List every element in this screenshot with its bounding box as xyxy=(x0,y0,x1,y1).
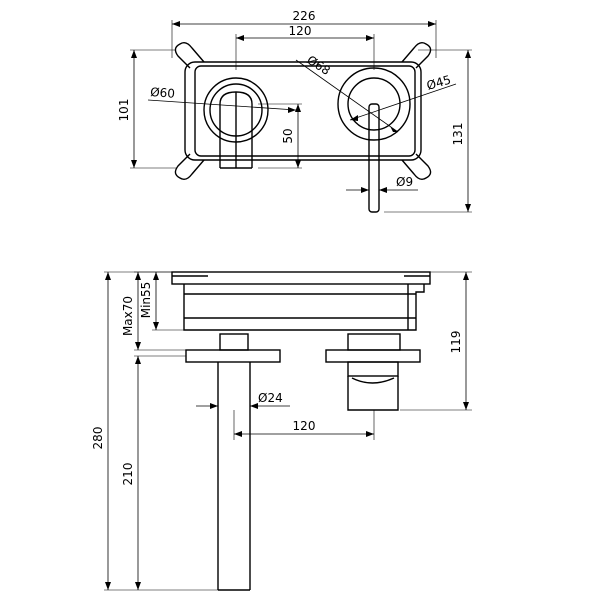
spout-cover-plate-side xyxy=(185,349,281,363)
label-spout-dia: Ø24 xyxy=(258,391,283,405)
dim-height-right: 131 xyxy=(384,49,472,213)
bracket-ear-bottom-right xyxy=(401,153,432,181)
dim-lever-dia: Ø9 xyxy=(346,175,418,194)
label-spout-offset: 50 xyxy=(281,128,295,143)
handle-side xyxy=(347,333,401,411)
label-depth-min: Min55 xyxy=(139,282,153,319)
handle-lever xyxy=(368,103,380,213)
dim-overall-width: 226 xyxy=(171,9,437,58)
label-handle-dia: Ø45 xyxy=(425,73,453,93)
dim-height-right-side: 119 xyxy=(400,271,472,411)
spout-front xyxy=(219,91,253,169)
label-plate-dia-large: Ø68 xyxy=(304,53,332,78)
label-spout-length: 210 xyxy=(121,463,135,486)
wall-plate xyxy=(171,271,431,285)
label-center-distance-side: 120 xyxy=(293,419,316,433)
dim-handle-dia: Ø45 xyxy=(349,73,457,121)
label-plate-dia-small: Ø60 xyxy=(150,85,176,101)
label-overall-width: 226 xyxy=(293,9,316,23)
valve-body xyxy=(183,284,425,331)
dim-height-left: 101 xyxy=(117,49,176,169)
dim-spout-dia: Ø24 xyxy=(196,391,290,409)
bracket-ear-top-left xyxy=(174,41,205,69)
dim-center-distance-top: 120 xyxy=(235,24,375,70)
label-height-right-side: 119 xyxy=(449,331,463,354)
bracket-ear-bottom-left xyxy=(174,153,205,181)
top-view: 226 120 Ø68 Ø60 Ø45 xyxy=(117,9,472,213)
mounting-bracket xyxy=(174,41,432,181)
side-view: Max70 Min55 119 Ø24 xyxy=(91,271,472,591)
bracket-ear-top-right xyxy=(401,41,432,69)
label-height-right: 131 xyxy=(451,123,465,146)
label-depth-max: Max70 xyxy=(121,296,135,336)
dim-spout-offset: 50 xyxy=(258,103,302,169)
dim-center-distance-side: 120 xyxy=(233,410,375,440)
handle-cover-plate-side xyxy=(325,349,421,363)
dim-overall-height: 280 xyxy=(91,271,218,591)
dim-plate-dia-small: Ø60 xyxy=(147,85,297,113)
label-overall-height: 280 xyxy=(91,427,105,450)
dim-plate-dia-large: Ø68 xyxy=(295,53,399,133)
spout-side xyxy=(217,333,251,591)
dim-depth-min: Min55 xyxy=(139,272,184,331)
label-height-left: 101 xyxy=(117,99,131,122)
label-lever-dia: Ø9 xyxy=(396,175,413,189)
label-center-distance-top: 120 xyxy=(289,24,312,38)
dim-spout-length: 210 xyxy=(121,355,186,590)
